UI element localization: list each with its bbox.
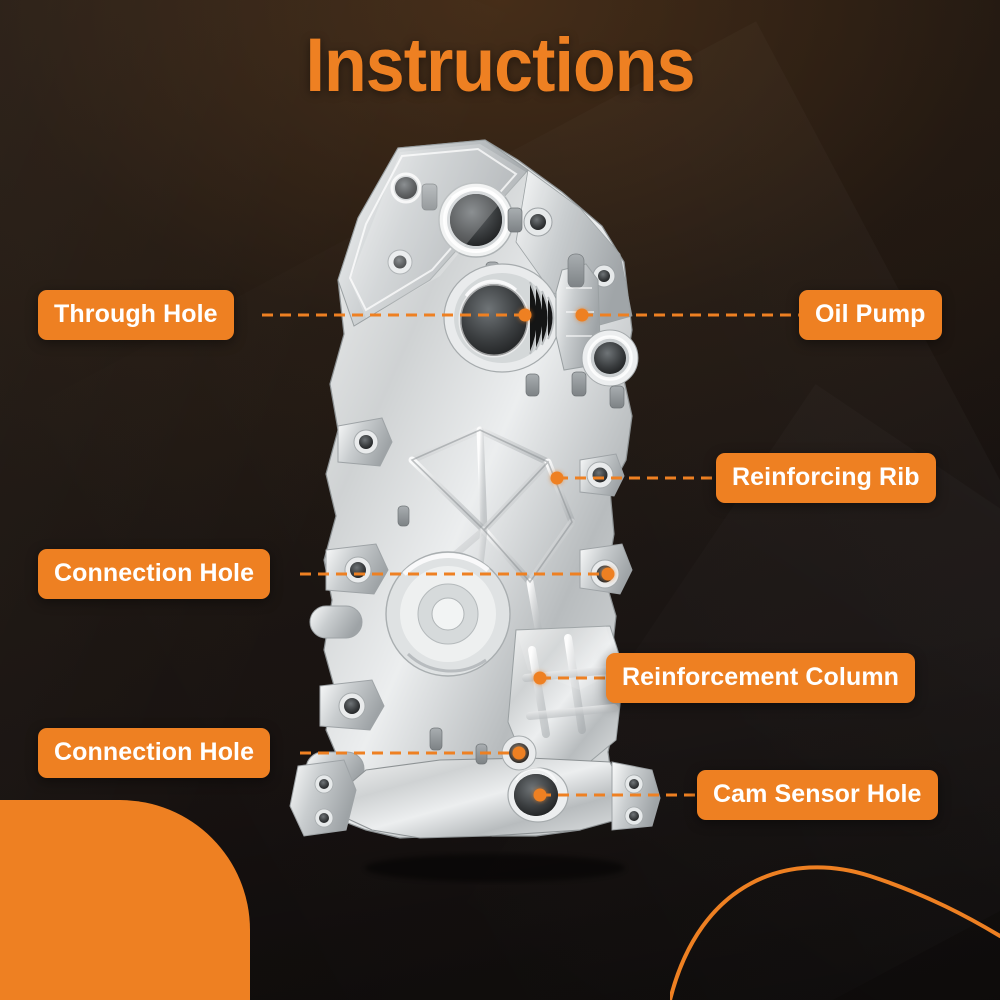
product-image-timing-cover xyxy=(280,130,700,890)
callout-leader-line xyxy=(582,313,799,317)
callout-anchor-dot xyxy=(518,308,532,322)
callout-leader-line xyxy=(540,676,606,680)
bottom-right-decoration-curve xyxy=(670,865,1000,1000)
callout-label-reinforcing-rib[interactable]: Reinforcing Rib xyxy=(716,453,936,503)
callout-leader-line xyxy=(540,793,697,797)
callout-anchor-dot xyxy=(512,746,526,760)
page-title: Instructions xyxy=(305,23,695,108)
callout-label-cam-sensor-hole[interactable]: Cam Sensor Hole xyxy=(697,770,938,820)
callout-leader-line xyxy=(300,751,519,755)
callout-label-connection-hole-lower[interactable]: Connection Hole xyxy=(38,728,271,778)
callout-label-reinforcement-column[interactable]: Reinforcement Column xyxy=(606,653,916,703)
bottom-left-decoration-shape xyxy=(0,800,250,1000)
callout-anchor-dot xyxy=(550,471,564,485)
callout-anchor-dot xyxy=(601,567,615,581)
callout-anchor-dot xyxy=(533,671,547,685)
callout-leader-line xyxy=(262,313,525,317)
callout-label-connection-hole-upper[interactable]: Connection Hole xyxy=(38,549,271,599)
callout-leader-line xyxy=(300,572,608,576)
callout-anchor-dot xyxy=(575,308,589,322)
callout-label-through-hole[interactable]: Through Hole xyxy=(38,290,234,340)
callout-label-oil-pump[interactable]: Oil Pump xyxy=(799,290,942,340)
callout-leader-line xyxy=(557,476,716,480)
callout-anchor-dot xyxy=(533,788,547,802)
